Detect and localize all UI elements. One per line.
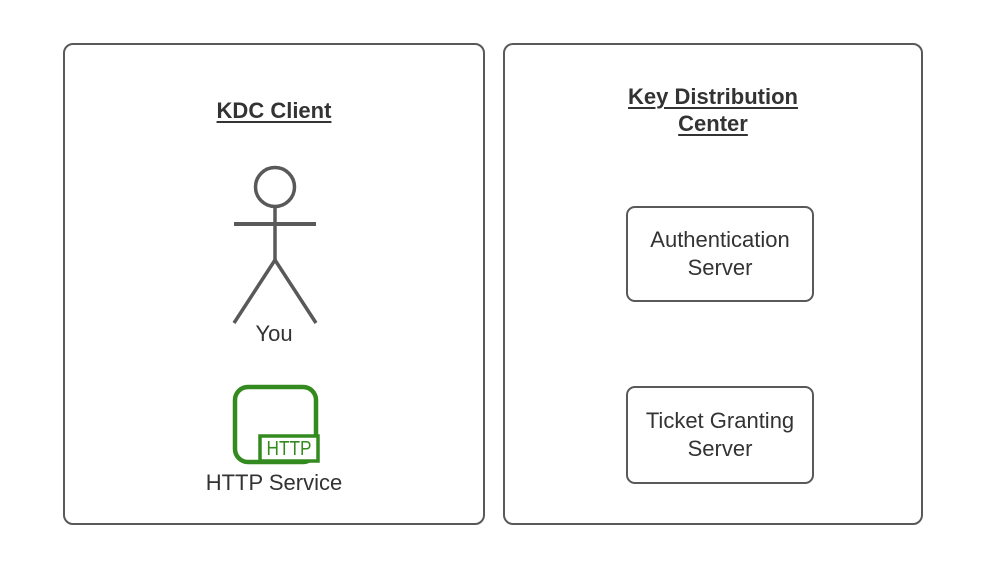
- actor-left-leg: [232, 259, 277, 324]
- stick-figure-actor-icon: [232, 165, 318, 324]
- actor-label: You: [255, 321, 293, 346]
- actor-head: [253, 165, 297, 209]
- actor-right-leg: [273, 259, 318, 324]
- ticket-granting-server-label-line-2: Server: [687, 436, 753, 461]
- kdc-client-panel: KDC Client You HTTP HTTP Service: [63, 43, 485, 525]
- authentication-server-label-line-1: Authentication: [650, 227, 790, 252]
- kdc-title-line-2: Center: [678, 111, 748, 136]
- http-service-label: HTTP Service: [205, 470, 343, 495]
- http-icon-badge-text: HTTP: [267, 438, 312, 460]
- authentication-server-node: Authentication Server: [626, 206, 814, 302]
- ticket-granting-server-node: Ticket Granting Server: [626, 386, 814, 484]
- kdc-title: Key Distribution Center: [505, 83, 921, 137]
- http-service-icon: HTTP: [232, 384, 320, 465]
- http-icon-badge: [258, 434, 320, 463]
- kdc-client-title: KDC Client: [65, 97, 483, 124]
- ticket-granting-server-label-line-1: Ticket Granting: [645, 408, 795, 433]
- kdc-client-title-text: KDC Client: [216, 98, 332, 123]
- authentication-server-label-line-2: Server: [687, 255, 753, 280]
- kdc-title-line-1: Key Distribution: [628, 84, 798, 109]
- key-distribution-center-panel: Key Distribution Center Authentication S…: [503, 43, 923, 525]
